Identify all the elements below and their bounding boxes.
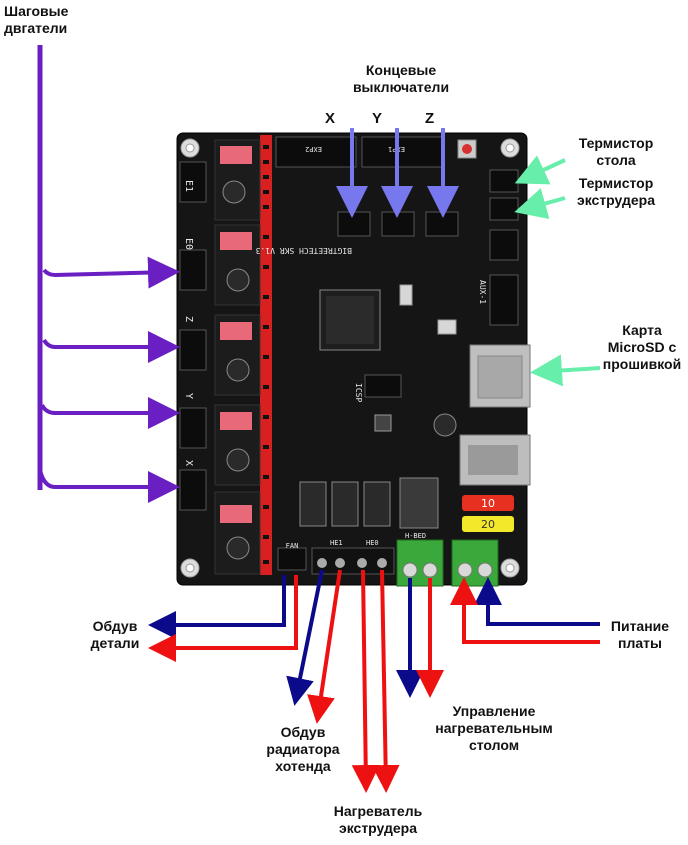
board-name: BIGTREETECH SKR V1.3 (255, 246, 352, 255)
part-fan-wires (148, 575, 298, 662)
mosfets (299, 477, 439, 529)
driver-y (214, 404, 261, 486)
silk-e0: E0 (183, 238, 194, 250)
fuse-10a-label: 10 (481, 497, 495, 510)
power-terminal (451, 539, 499, 587)
crystal (399, 284, 413, 306)
driver-e1 (214, 139, 261, 221)
silk-fan: FAN (286, 542, 299, 550)
hotend-fan-wires (286, 569, 342, 724)
inductor (374, 414, 392, 432)
fuse-20a (462, 516, 514, 532)
bed-terminal (396, 539, 444, 587)
silk-exp2: EXP2 (305, 145, 322, 153)
endstop-arrows (336, 128, 459, 218)
thermistor-connectors (489, 169, 519, 261)
extruder-heater-wires (351, 569, 400, 793)
axis-y-label: Y (372, 110, 383, 127)
motor-connectors (179, 161, 207, 511)
stepper-drivers (214, 139, 261, 575)
reset-button-cap (462, 144, 472, 154)
silk-x: X (183, 460, 194, 466)
bed-wires (396, 578, 444, 698)
driver-x (214, 491, 261, 575)
silk-he0: HE0 (366, 539, 379, 547)
silk-he1: HE1 (330, 539, 343, 547)
driver-z (214, 314, 261, 396)
silk-aux: AUX-1 (478, 280, 487, 304)
silk-z: Z (183, 316, 194, 322)
stepper-arrows (37, 45, 180, 503)
silk-hbed: H-BED (405, 532, 426, 540)
axis-z-label: Z (425, 110, 435, 127)
aux-header (489, 274, 519, 326)
silk-icsp: ICSP (354, 383, 363, 402)
driver-e0 (214, 224, 261, 306)
power-wires (450, 577, 600, 644)
capacitor (433, 413, 457, 437)
silk-e1: E1 (183, 180, 194, 192)
fuse-20a-label: 20 (481, 518, 495, 531)
axis-x-label: X (325, 110, 336, 127)
icsp-header (364, 374, 402, 398)
fuse-10a (462, 495, 514, 511)
endstop-connectors (337, 211, 459, 237)
fan-connector (277, 547, 307, 571)
motor-silk-labels: E1 E0 Z Y X (183, 180, 194, 466)
mounting-holes (180, 138, 520, 578)
thermistor-arrows (514, 155, 601, 387)
silk-y: Y (183, 393, 194, 399)
